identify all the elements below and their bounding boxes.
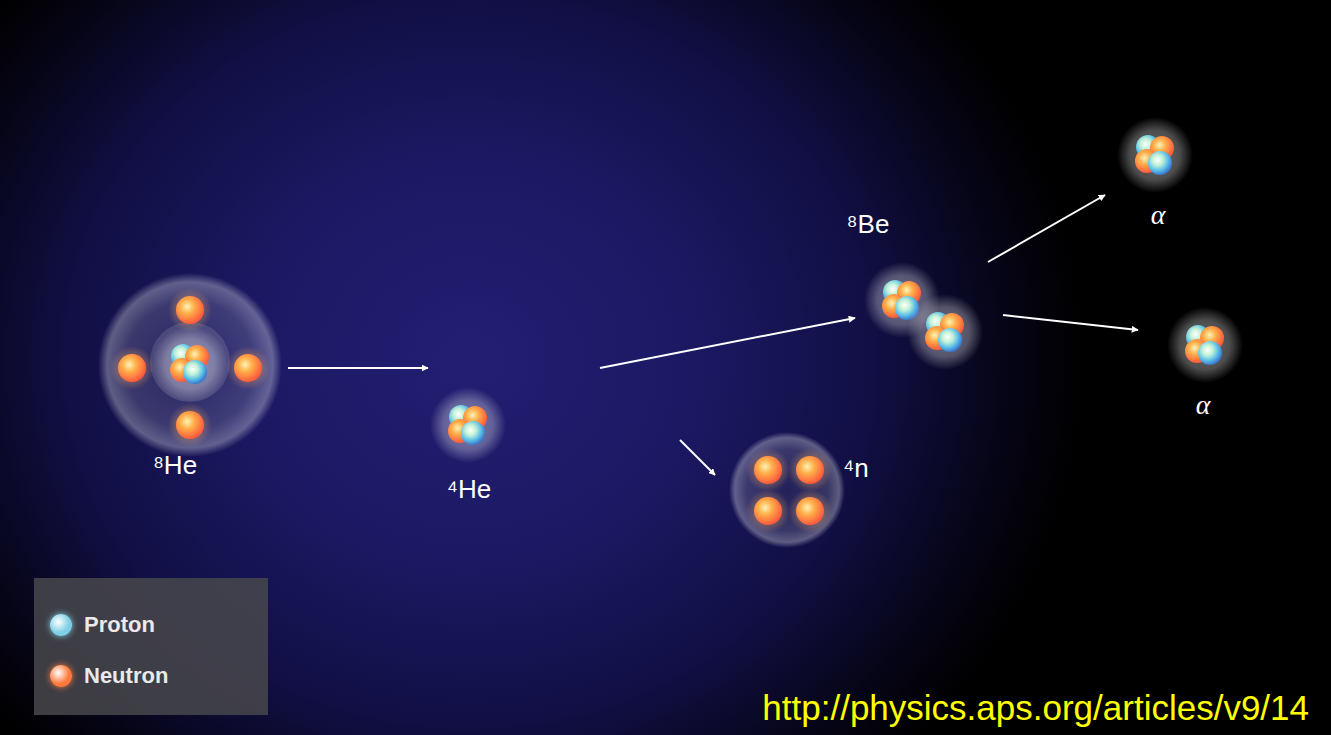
nucleus-node: ⁸Be [862, 262, 986, 370]
neutron [788, 489, 832, 533]
reaction-arrow [288, 367, 428, 369]
helium4-nucleus [430, 387, 506, 463]
legend-row: Neutron [50, 661, 268, 691]
helium8-nucleus [98, 273, 282, 457]
neutron [110, 346, 154, 390]
alpha-cluster [907, 294, 983, 370]
legend-text: Proton [84, 612, 155, 638]
legend-swatch [50, 665, 72, 687]
reaction-arrow [1003, 315, 1138, 330]
nucleus-node: ⁸He [98, 273, 282, 457]
neutron [168, 288, 212, 332]
tetraneutron [729, 432, 845, 548]
reaction-arrow [680, 440, 715, 475]
nucleus-label: α [1196, 390, 1211, 421]
nucleus-label: ⁴n [843, 454, 869, 483]
neutron [168, 403, 212, 447]
beryllium8-nucleus [864, 262, 983, 370]
neutron [226, 346, 270, 390]
nucleus-label: ⁸He [153, 451, 197, 480]
nucleus-label: α [1151, 200, 1166, 231]
neutron [746, 448, 790, 492]
halo [729, 432, 845, 548]
reaction-arrow [600, 318, 855, 368]
core-glow [150, 322, 230, 402]
legend-box: ProtonNeutron [34, 578, 268, 715]
nucleus-label: ⁸Be [847, 210, 890, 239]
alpha-particle [1117, 117, 1193, 193]
legend-swatch [50, 614, 72, 636]
source-url: http://physics.aps.org/articles/v9/14 [762, 689, 1309, 728]
halo [98, 273, 282, 457]
legend-text: Neutron [84, 663, 168, 689]
nucleus-node: α [1157, 297, 1253, 393]
nucleus-node: α [1107, 107, 1203, 203]
nucleus-node: ⁴He [430, 387, 506, 463]
reaction-arrow [988, 195, 1105, 262]
core-cluster [152, 326, 228, 402]
nucleus-label: ⁴He [447, 475, 491, 504]
neutron [746, 489, 790, 533]
alpha-particle [1167, 307, 1243, 383]
neutron [788, 448, 832, 492]
legend-row: Proton [50, 610, 268, 640]
nucleus-node: ⁴n [729, 432, 845, 548]
